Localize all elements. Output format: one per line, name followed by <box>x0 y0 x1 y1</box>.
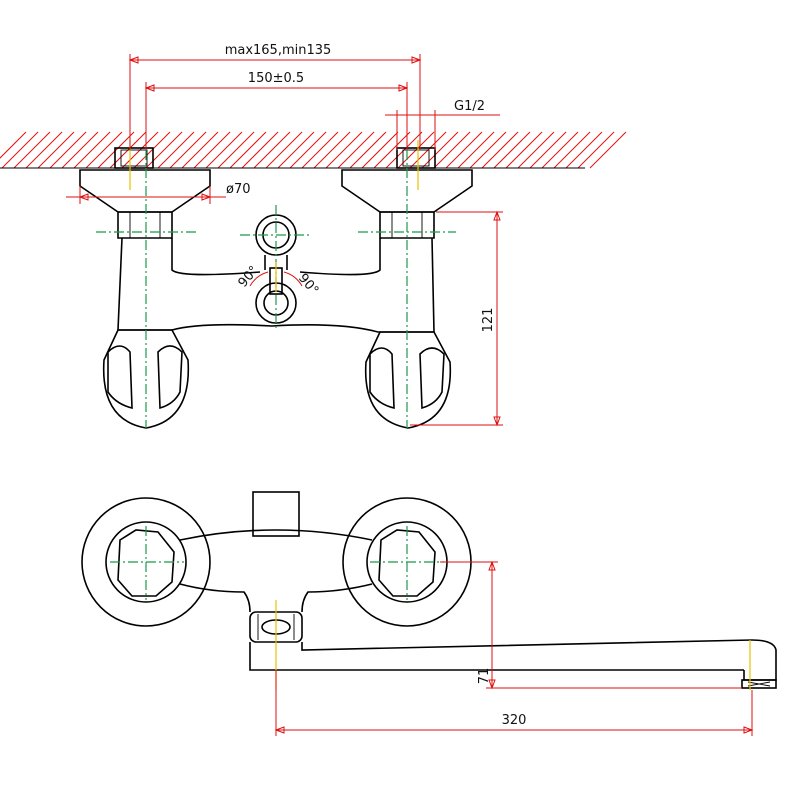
hatch-line <box>85 131 123 169</box>
hatch-line <box>505 131 543 169</box>
dimension-spout-reach <box>274 670 754 736</box>
hatch-line <box>421 131 459 169</box>
wall-hatching <box>0 131 627 169</box>
dimension-centers-range <box>128 54 422 150</box>
left-wall-connector <box>79 147 211 239</box>
hatch-line <box>0 131 27 159</box>
hatch-line <box>325 131 363 169</box>
angle-arcs <box>249 271 303 287</box>
hatch-line <box>13 131 51 169</box>
right-wall-connector <box>341 147 473 239</box>
dimension-thread <box>385 110 500 150</box>
hatch-line <box>205 131 243 169</box>
hatch-line <box>277 131 315 169</box>
dimension-flange <box>66 186 226 204</box>
dimension-label-spout-drop: 71 <box>477 668 492 685</box>
hatch-line <box>229 131 267 169</box>
hatch-line <box>97 131 135 169</box>
hatch-line <box>373 131 411 169</box>
dimension-label-height: 121 <box>481 308 496 333</box>
hatch-line <box>217 131 255 169</box>
hatch-line <box>61 131 99 169</box>
dimension-height <box>410 210 503 427</box>
hatch-line <box>157 131 195 169</box>
hatch-line <box>241 131 279 169</box>
hatch-line <box>529 131 567 169</box>
dimension-label-flange: ø70 <box>226 182 251 197</box>
spout-top <box>249 639 777 689</box>
hatch-line <box>1 131 39 169</box>
dimension-spout-drop <box>440 560 742 690</box>
dimension-label-centers-nominal: 150±0.5 <box>248 71 304 86</box>
angle-label-left: 90° <box>236 263 262 290</box>
mixer-body-top <box>179 491 373 613</box>
dimension-label-centers-range: max165,min135 <box>225 43 332 58</box>
hatch-line <box>541 131 579 169</box>
hatch-line <box>37 131 75 169</box>
hatch-line <box>313 131 351 169</box>
mixer-body-front <box>117 237 435 333</box>
dimension-label-thread: G1/2 <box>454 99 485 114</box>
hatch-line <box>445 131 483 169</box>
left-escutcheon-top <box>81 497 211 627</box>
hatch-line <box>133 131 171 169</box>
hatch-line <box>181 131 219 169</box>
hatch-line <box>265 131 303 169</box>
hatch-line <box>481 131 519 169</box>
hatch-line <box>301 131 339 169</box>
hatch-line <box>73 131 111 169</box>
hatch-line <box>25 131 63 169</box>
hatch-line <box>49 131 87 169</box>
dimension-centers-nominal <box>144 82 409 150</box>
angle-label-right: 90° <box>295 271 321 298</box>
hatch-line <box>337 131 375 169</box>
hatch-line <box>469 131 507 169</box>
hatch-line <box>433 131 471 169</box>
hatch-line <box>145 131 183 169</box>
right-handle-front <box>364 331 452 429</box>
hatch-line <box>517 131 555 169</box>
hatch-line <box>253 131 291 169</box>
hatch-line <box>349 131 387 169</box>
hatch-line <box>361 131 399 169</box>
hatch-line <box>565 131 603 169</box>
hatch-line <box>169 131 207 169</box>
hatch-line <box>553 131 591 169</box>
hatch-line <box>289 131 327 169</box>
hatch-line <box>457 131 495 169</box>
hatch-line <box>493 131 531 169</box>
hatch-line <box>577 131 615 169</box>
hatch-line <box>193 131 231 169</box>
dimension-label-spout-reach: 320 <box>502 713 527 728</box>
hatch-line <box>589 131 627 169</box>
